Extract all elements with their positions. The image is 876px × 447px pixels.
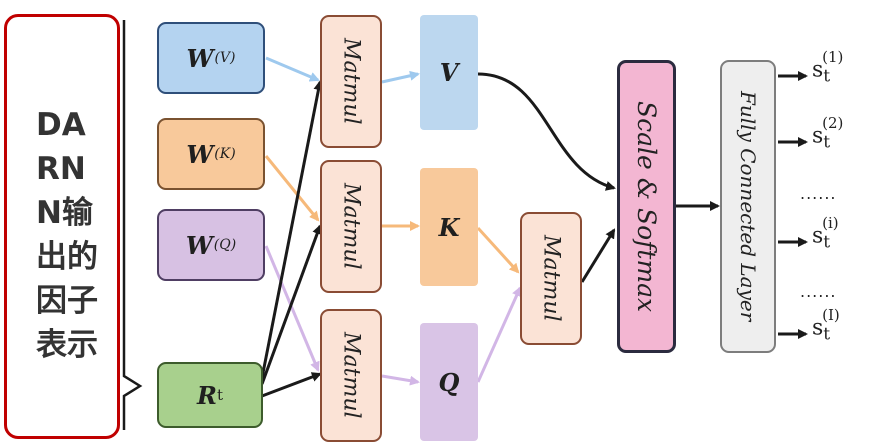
output-s1-sup: (1)	[822, 48, 844, 66]
q-to-matmul4-arrow	[476, 286, 522, 383]
matmul-v-label: Matmul	[338, 38, 364, 125]
weight-q-sup: (Q)	[213, 237, 237, 253]
matmul-k-box: Matmul	[320, 160, 382, 293]
weight-q-base: W	[185, 230, 213, 260]
fully-connected-layer-label: Fully Connected Layer	[736, 91, 760, 322]
output-s1-base: s	[812, 57, 824, 83]
matmul4-to-softmax-arrow	[580, 228, 616, 283]
panel-label: DA RN N输 出的 因子 表示	[36, 106, 98, 363]
weight-q-box: W(Q)	[157, 209, 265, 281]
output-s1-sub: t	[823, 66, 831, 87]
fully-connected-layer-box: Fully Connected Layer	[720, 60, 776, 353]
factor-representation-panel: DA RN N输 出的 因子 表示	[4, 14, 120, 439]
output-si-sub: t	[823, 232, 831, 253]
output-sI: st(I)	[812, 306, 848, 345]
panel-bracket	[122, 20, 143, 430]
matmul3-to-q-arrow	[381, 374, 420, 386]
input-rt-sub: t	[216, 386, 223, 404]
output-s2-base: s	[812, 123, 824, 149]
scale-softmax-label: Scale & Softmax	[632, 100, 661, 313]
output-sI-sup: (I)	[822, 306, 840, 324]
rt-to-matmul3-arrow	[261, 372, 322, 398]
key-k-label: K	[438, 212, 460, 242]
output-sI-base: s	[812, 315, 824, 341]
query-q-label: Q	[438, 367, 460, 397]
rt-to-matmul1-arrow	[260, 80, 324, 379]
value-v-label: V	[439, 58, 459, 87]
matmul-v-box: Matmul	[320, 15, 382, 148]
output-ellipsis-1: ......	[800, 184, 837, 203]
matmul-q-label: Matmul	[338, 332, 364, 419]
scale-softmax-box: Scale & Softmax	[617, 60, 676, 353]
weight-v-base: W	[186, 43, 214, 73]
output-s1: st(1)	[812, 48, 851, 87]
weight-k-base: W	[186, 139, 214, 169]
output-s2-sub: t	[823, 132, 831, 153]
output-si-sup: (i)	[822, 214, 839, 232]
matmul-kq-label: Matmul	[538, 235, 564, 322]
output-s2-sup: (2)	[822, 114, 844, 132]
output-ellipsis-2: ......	[800, 282, 837, 301]
wk-to-matmul-arrow	[264, 155, 320, 222]
weight-v-box: W(V)	[157, 22, 265, 94]
matmul-q-box: Matmul	[320, 309, 382, 442]
query-q-box: Q	[420, 323, 478, 441]
matmul-kq-box: Matmul	[520, 212, 582, 345]
v-to-softmax-arrow	[477, 72, 616, 191]
value-v-box: V	[420, 15, 478, 130]
wv-to-matmul-arrow	[265, 56, 320, 82]
matmul-k-label: Matmul	[338, 183, 364, 270]
output-si-base: s	[812, 223, 824, 249]
input-rt-base: R	[197, 380, 217, 410]
weight-k-box: W(K)	[157, 118, 265, 190]
rt-to-matmul2-arrow	[260, 224, 322, 385]
output-sI-sub: t	[823, 324, 831, 345]
key-k-box: K	[420, 168, 478, 286]
weight-v-sup: (V)	[214, 50, 236, 66]
wq-to-matmul-arrow	[264, 245, 320, 372]
k-to-matmul4-arrow	[476, 226, 520, 274]
output-s2: st(2)	[812, 114, 851, 153]
weight-k-sup: (K)	[214, 146, 236, 162]
output-si: st(i)	[812, 214, 847, 253]
matmul1-to-v-arrow	[381, 70, 420, 84]
